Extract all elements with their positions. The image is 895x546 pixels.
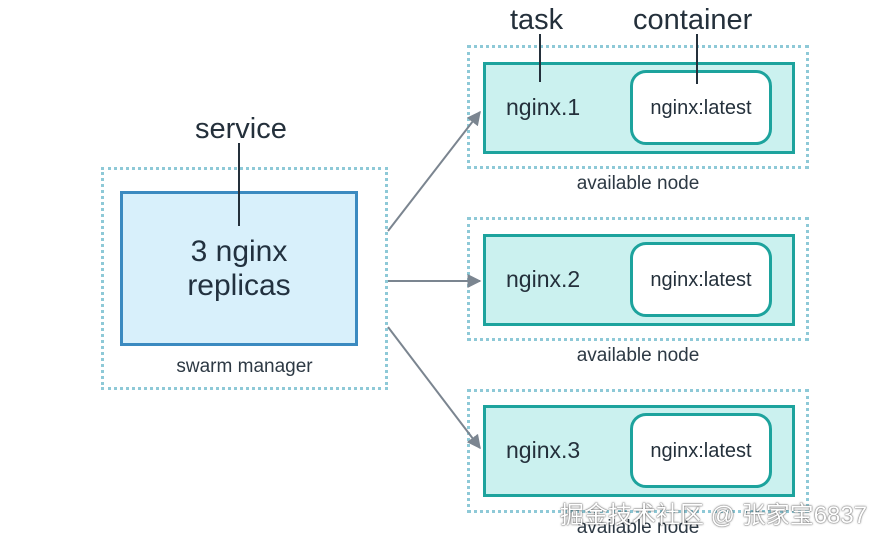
service-label: service bbox=[195, 113, 287, 145]
container-label-1: nginx:latest bbox=[650, 96, 752, 119]
task-label: task bbox=[510, 4, 564, 36]
container-label-2: nginx:latest bbox=[650, 268, 752, 291]
node-caption-2: available node bbox=[576, 345, 700, 366]
swarm-manager-frame bbox=[101, 167, 388, 390]
watermark-text: 掘金技术社区 @ 张家宝6837 bbox=[560, 502, 868, 529]
node-caption-1: available node bbox=[576, 173, 700, 194]
service-replicas-text: 3 nginx replicas bbox=[123, 235, 355, 303]
task-label-2: nginx.2 bbox=[506, 266, 581, 292]
available-node-frame-3 bbox=[467, 389, 809, 513]
service-box: 3 nginx replicas bbox=[120, 191, 358, 346]
container-box-2: nginx:latest bbox=[630, 242, 772, 317]
service-text-line-2: replicas bbox=[187, 268, 291, 302]
container-label: container bbox=[633, 4, 753, 36]
task-label-1: nginx.1 bbox=[506, 94, 581, 120]
service-text-line-1: 3 nginx bbox=[190, 234, 288, 268]
container-box-3: nginx:latest bbox=[630, 413, 772, 488]
swarm-manager-caption: swarm manager bbox=[176, 356, 313, 377]
task-label-3: nginx.3 bbox=[506, 437, 581, 463]
node-caption-3: available node bbox=[576, 517, 700, 538]
container-label-3: nginx:latest bbox=[650, 439, 752, 462]
available-node-frame-1 bbox=[467, 45, 809, 169]
container-box-1: nginx:latest bbox=[630, 70, 772, 145]
